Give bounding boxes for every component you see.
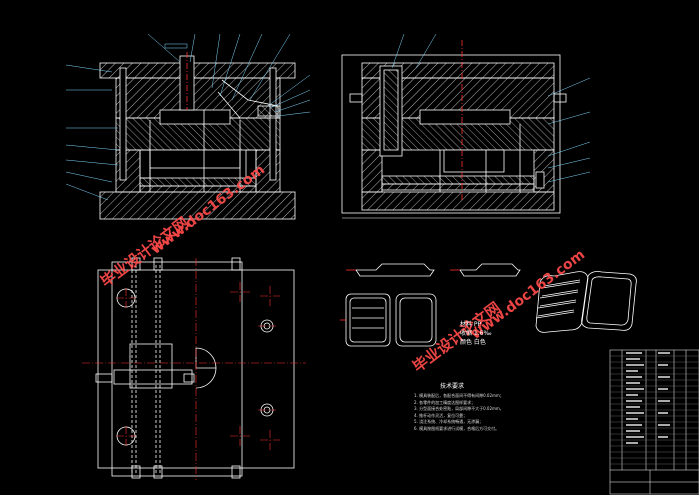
plan-view — [95, 257, 295, 479]
side-view-leaders — [391, 33, 591, 183]
material-note-line3: 颜色 白色 — [460, 339, 486, 346]
front-view-leaders — [65, 33, 311, 201]
tech-item: 3. 分型面接合处密贴，局部间隙不大于0.02mm， — [414, 406, 504, 412]
tech-item: 2. 各零件的加工精度达图样要求； — [414, 399, 476, 405]
side-section-view — [341, 40, 567, 219]
technical-requirements-list: 1. 模具装配后，各配合面间不得有间隙0.02mm； 2. 各零件的加工精度达图… — [414, 393, 504, 433]
tech-item: 6. 模具按图纸要求进行试模，合格后方可交付。 — [414, 425, 500, 431]
tech-item: 1. 模具装配后，各配合面间不得有间隙0.02mm； — [414, 393, 504, 398]
material-note-line2: 收缩 1.6‰ — [460, 330, 492, 337]
material-note-line1: 材料 PP — [460, 321, 482, 328]
tech-item: 5. 浇注系统、冷却系统畅通，无渗漏； — [414, 419, 484, 425]
technical-requirements-title: 技术要求 — [440, 383, 465, 390]
front-section-view — [99, 52, 296, 220]
part-views — [340, 263, 637, 347]
title-block — [609, 349, 699, 495]
tech-item: 4. 推杆动作灵活，复位可靠； — [414, 412, 468, 418]
material-note: 材料 PP 收缩 1.6‰ 颜色 白色 — [460, 320, 492, 347]
plan-view-centerlines — [82, 258, 306, 480]
